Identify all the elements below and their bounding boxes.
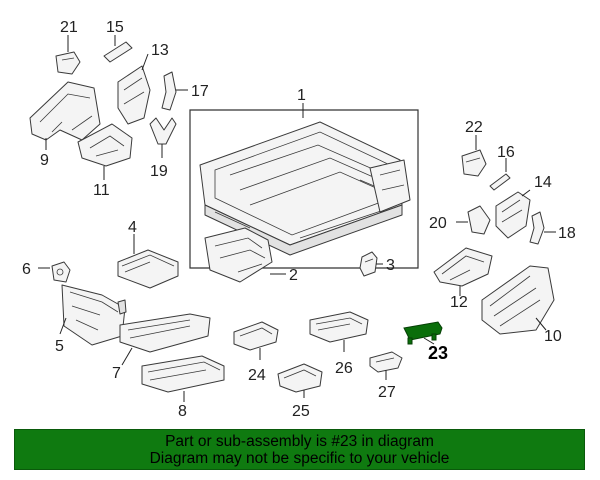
part-7[interactable] xyxy=(119,313,211,353)
part-23-highlighted[interactable] xyxy=(403,321,443,345)
callout-21: 21 xyxy=(60,19,78,36)
part-6[interactable] xyxy=(51,261,71,283)
part-17[interactable] xyxy=(161,71,177,111)
callout-5: 5 xyxy=(55,338,64,355)
callout-12: 12 xyxy=(450,294,468,311)
callout-2: 2 xyxy=(289,267,298,284)
callout-18: 18 xyxy=(558,225,576,242)
part-11[interactable] xyxy=(77,123,133,167)
callout-25: 25 xyxy=(292,403,310,420)
callout-17: 17 xyxy=(191,83,209,100)
callout-22: 22 xyxy=(465,119,483,136)
part-19[interactable] xyxy=(149,117,177,145)
part-25[interactable] xyxy=(277,363,323,393)
callout-11: 11 xyxy=(93,182,110,199)
callout-8: 8 xyxy=(178,403,187,420)
callout-3: 3 xyxy=(386,257,395,274)
part-21[interactable] xyxy=(55,51,81,75)
callout-7: 7 xyxy=(112,365,121,382)
part-27[interactable] xyxy=(369,351,403,373)
banner-line-1: Part or sub-assembly is #23 in diagram xyxy=(165,432,434,450)
part-3[interactable] xyxy=(359,251,378,277)
part-24[interactable] xyxy=(233,321,279,351)
callout-14: 14 xyxy=(534,174,552,191)
part-1-seat-frame[interactable] xyxy=(189,109,419,269)
callout-15: 15 xyxy=(106,19,124,36)
part-12[interactable] xyxy=(433,247,493,287)
part-14[interactable] xyxy=(495,191,531,239)
part-22[interactable] xyxy=(461,149,487,177)
part-8[interactable] xyxy=(141,355,225,393)
callout-27: 27 xyxy=(378,384,396,401)
info-banner: Part or sub-assembly is #23 in diagram D… xyxy=(14,429,585,470)
part-20[interactable] xyxy=(467,205,491,235)
callout-24: 24 xyxy=(248,367,266,384)
callout-26: 26 xyxy=(335,360,353,377)
callout-1: 1 xyxy=(297,87,306,104)
callout-23: 23 xyxy=(428,343,448,363)
callout-19: 19 xyxy=(150,163,168,180)
part-2[interactable] xyxy=(204,227,273,283)
part-26[interactable] xyxy=(309,311,369,343)
callout-9: 9 xyxy=(40,152,49,169)
part-5[interactable] xyxy=(61,284,127,346)
part-13[interactable] xyxy=(117,65,151,125)
part-16[interactable] xyxy=(489,173,511,191)
part-15[interactable] xyxy=(103,41,133,63)
callout-6: 6 xyxy=(22,261,31,278)
banner-line-2: Diagram may not be specific to your vehi… xyxy=(149,449,450,467)
callout-16: 16 xyxy=(497,144,515,161)
part-9[interactable] xyxy=(29,81,101,141)
callout-13: 13 xyxy=(151,42,169,59)
callout-4: 4 xyxy=(128,219,137,236)
part-18[interactable] xyxy=(529,211,545,245)
callout-20: 20 xyxy=(429,215,447,232)
callout-10: 10 xyxy=(544,328,562,345)
part-10[interactable] xyxy=(481,265,555,335)
part-4[interactable] xyxy=(117,249,179,289)
